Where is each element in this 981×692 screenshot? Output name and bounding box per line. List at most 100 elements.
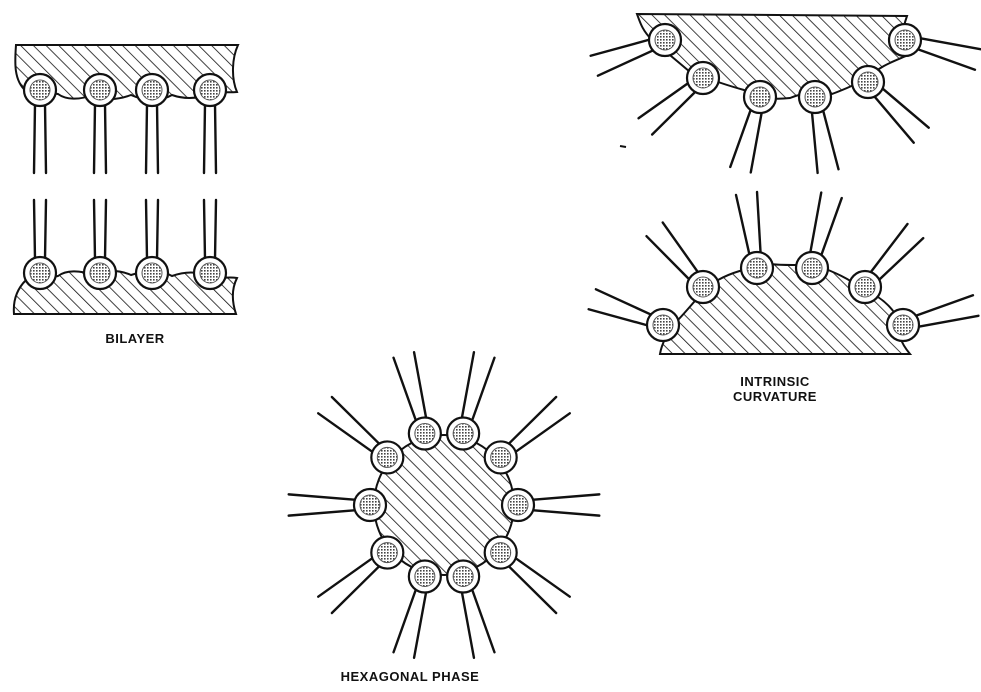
lipid-tail [204,200,205,259]
lipid-head-texture [200,263,220,283]
lipid-head-texture [377,447,397,467]
lipid-tail [105,200,106,259]
lipid-head-texture [453,566,473,586]
lipid-tail [34,200,35,259]
lipid-head-texture [653,315,673,335]
lipid-tail [920,38,980,49]
lipid-molecule [796,193,842,284]
lipid-molecule [485,397,570,473]
stray-mark [620,146,626,147]
lipid-molecule [502,489,599,521]
lipid-molecule [136,74,168,173]
lipid-tail [215,200,216,259]
lipid-molecule [136,200,168,289]
lipid-molecule [485,537,570,613]
lipid-head-texture [747,258,767,278]
lipid-head-texture [855,277,875,297]
lipid-tail [532,510,599,515]
lipid-head-texture [693,277,713,297]
lipid-molecule [84,200,116,289]
lipid-head-texture [377,543,397,563]
lipid-tail [879,238,924,280]
lipid-tail [874,96,914,143]
lipid-head-texture [415,424,435,444]
lipid-head-texture [142,80,162,100]
intrinsic-curvature-label: INTRINSIC CURVATURE [720,374,830,404]
lipid-head-texture [805,87,825,107]
lipid-tail [591,40,650,56]
hexagonal-label-text: HEXAGONAL PHASE [300,669,520,684]
lipid-head-texture [491,543,511,563]
lipid-head-texture [415,566,435,586]
intrinsic-label-line2: CURVATURE [720,389,830,404]
lipid-tail [289,494,356,499]
lipid-tail [532,494,599,499]
lipid-tail [596,289,652,315]
lipid-tail [918,316,978,327]
lipid-tail [736,195,749,255]
lipid-tail [215,104,216,173]
bilayer-label-text: BILAYER [80,331,190,346]
lipid-tail [598,50,654,76]
lipid-tail [915,295,973,316]
lipid-tail [639,83,689,119]
lipid-head-texture [142,263,162,283]
lipid-tail [757,192,761,253]
lipid-tail [917,49,975,70]
lipid-tail [94,200,95,259]
lipid-tail [882,88,929,128]
lipid-tail [663,223,699,273]
lipid-molecule [84,74,116,173]
lipid-tail [45,200,46,259]
lipid-molecule [591,24,681,76]
lipid-tail [652,91,696,134]
lipid-tail [647,236,690,280]
lipid-molecule [639,62,719,134]
lipid-molecule [318,397,403,473]
lipid-molecule [394,352,441,449]
lipid-tail [146,200,147,259]
lipid-tail [318,413,373,452]
lipid-molecule [849,224,923,303]
lipid-tail [508,566,556,613]
lipid-molecule [647,223,719,303]
lipid-tail [45,104,46,173]
lipid-tail [204,104,205,173]
lipid-head-texture [750,87,770,107]
lipid-molecule [730,81,776,172]
lipid-head-texture [453,424,473,444]
lipid-tail [318,558,373,597]
lipid-tail [515,413,570,452]
lipid-molecule [447,352,494,449]
lipid-head-texture [200,80,220,100]
lipid-tail [146,104,147,173]
lipid-tail [414,352,426,418]
lipid-tail [289,510,356,515]
bilayer-label: BILAYER [80,331,190,346]
lipid-head-texture [655,30,675,50]
lipid-tail [105,104,106,173]
hexagonal-phase-label: HEXAGONAL PHASE [300,669,520,684]
lipid-head-texture [858,72,878,92]
lipid-molecule [589,289,679,341]
lipid-tail [94,104,95,173]
lipid-tail [751,112,762,172]
lipid-tail [823,110,839,169]
lipid-tail [589,309,648,325]
lipid-tail [157,104,158,173]
lipid-tail [394,358,417,422]
lipid-tail [821,198,842,256]
lipid-molecule [889,24,980,70]
lipid-molecule [194,74,226,173]
lipid-head-texture [893,315,913,335]
lipid-head-texture [90,263,110,283]
lipid-head-texture [491,447,511,467]
intrinsic-curvature-diagram [589,14,981,354]
bilayer-diagram [14,45,238,314]
lipid-molecule [852,66,929,143]
bilayer-lipid-molecules [24,74,226,289]
lipid-molecule [289,489,386,521]
lipid-tail [870,224,907,273]
lipid-tail [34,104,35,173]
lipid-tail [472,358,495,422]
